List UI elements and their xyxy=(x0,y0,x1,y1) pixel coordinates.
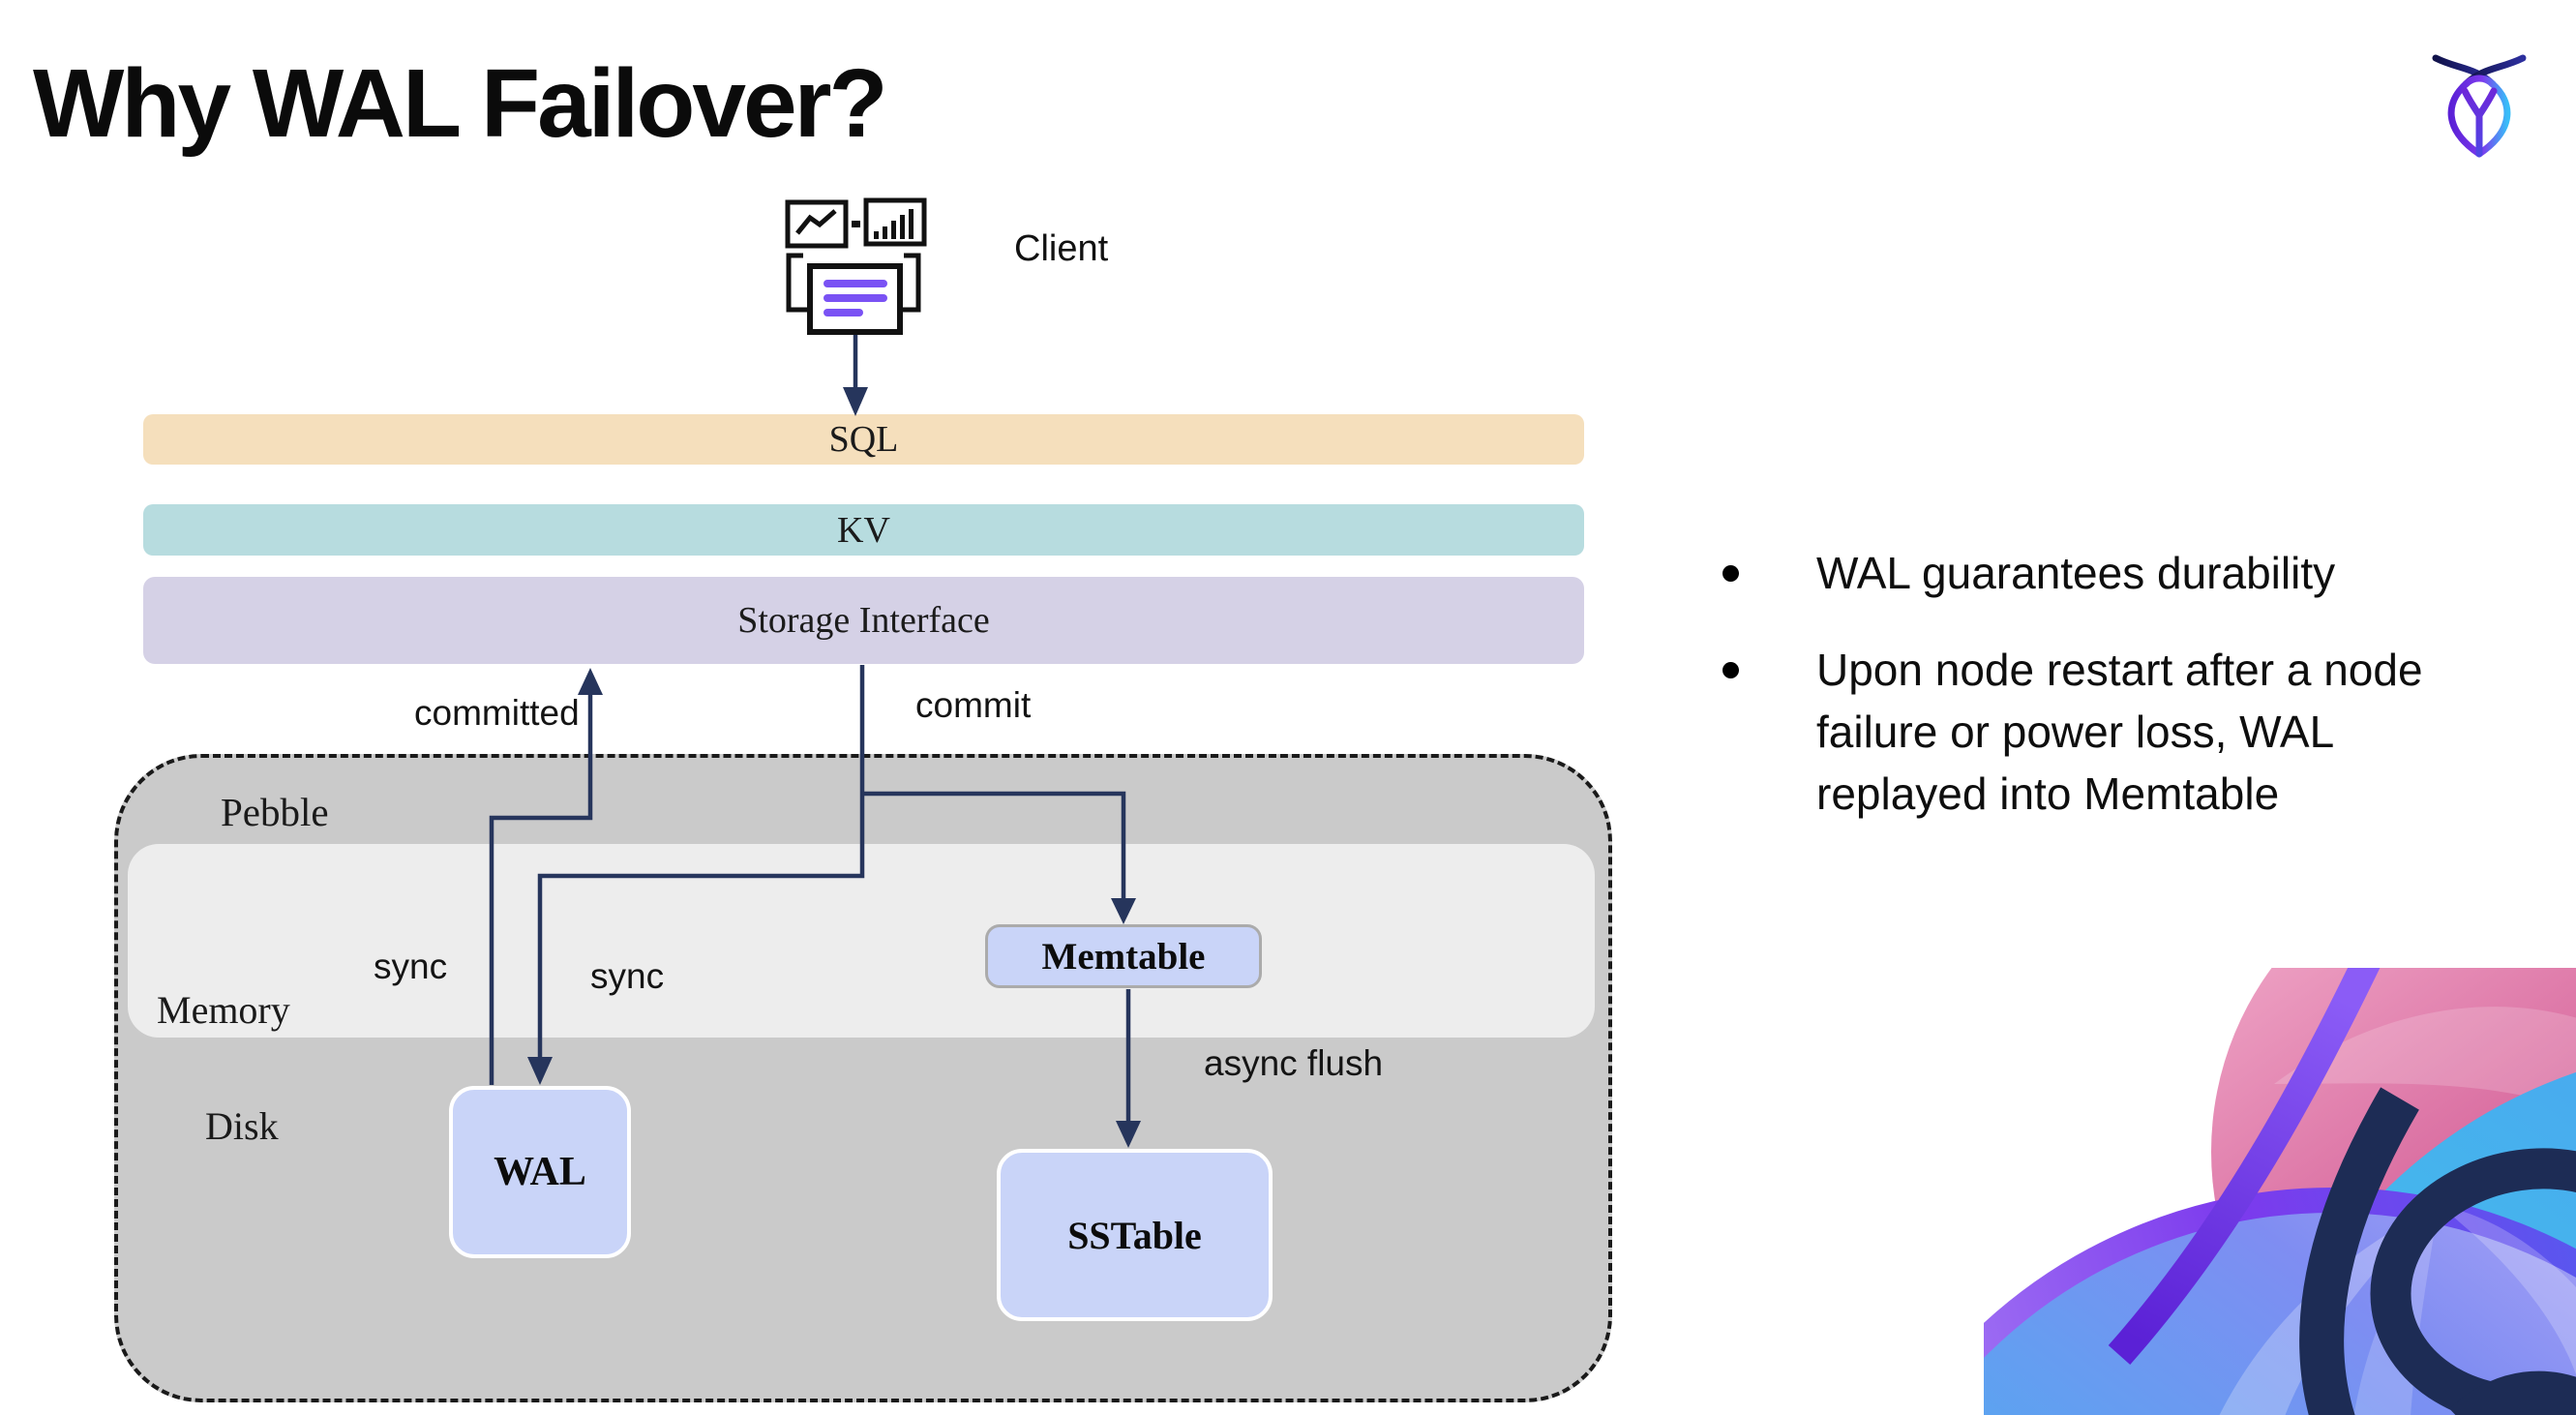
node-wal-label: WAL xyxy=(494,1150,586,1194)
layer-storage-interface-label: Storage Interface xyxy=(737,600,990,641)
edge-label-committed: committed xyxy=(414,693,580,733)
node-memtable: Memtable xyxy=(985,924,1262,988)
node-sstable: SSTable xyxy=(997,1149,1273,1321)
layer-storage-interface: Storage Interface xyxy=(143,577,1584,664)
memory-zone-label: Memory xyxy=(157,988,290,1032)
bullet-text: WAL guarantees durability xyxy=(1816,548,2336,598)
cockroachdb-brand-spheres-art xyxy=(1984,968,2576,1415)
bullet-icon xyxy=(1722,662,1739,678)
node-wal: WAL xyxy=(449,1086,631,1258)
memory-zone xyxy=(128,844,1595,1038)
edge-label-async-flush: async flush xyxy=(1204,1043,1384,1083)
client-workstation-icon xyxy=(780,192,927,339)
client-label: Client xyxy=(1014,228,1109,269)
edge-label-commit: commit xyxy=(915,685,1032,725)
disk-zone-label: Disk xyxy=(205,1104,279,1148)
cockroachdb-logo-icon xyxy=(2431,45,2528,161)
bullet-list: WAL guarantees durability Upon node rest… xyxy=(1722,542,2458,859)
list-item: Upon node restart after a node failure o… xyxy=(1722,639,2458,825)
bullet-text: Upon node restart after a node failure o… xyxy=(1816,645,2423,819)
layer-sql: SQL xyxy=(143,414,1584,465)
edge-label-sync-return: sync xyxy=(374,947,448,986)
bullet-icon xyxy=(1722,565,1739,582)
node-sstable-label: SSTable xyxy=(1067,1213,1202,1257)
edge-label-sync-down: sync xyxy=(590,956,665,996)
layer-kv-label: KV xyxy=(837,509,890,551)
list-item: WAL guarantees durability xyxy=(1722,542,2458,604)
layer-sql-label: SQL xyxy=(828,419,899,460)
layer-kv: KV xyxy=(143,504,1584,556)
pebble-label: Pebble xyxy=(221,790,329,834)
page-title: Why WAL Failover? xyxy=(33,49,888,158)
node-memtable-label: Memtable xyxy=(1041,935,1206,978)
